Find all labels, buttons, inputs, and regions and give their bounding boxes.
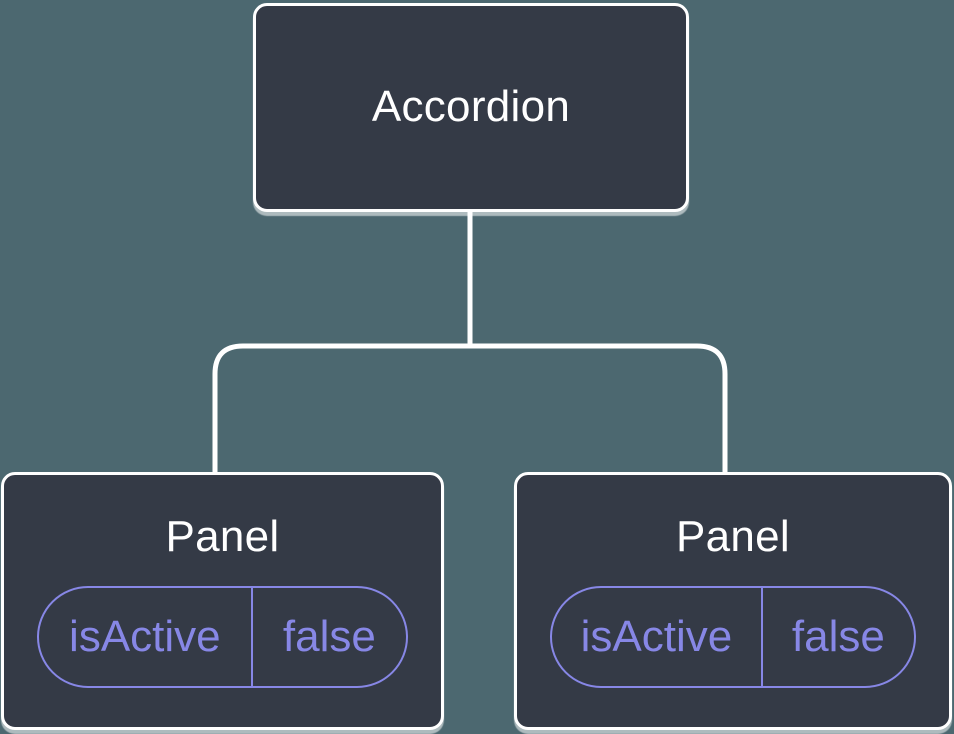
children-bracket-line	[212, 343, 728, 476]
state-name: isActive	[580, 611, 733, 661]
accordion-node: Accordion	[253, 3, 689, 212]
state-value: false	[250, 587, 406, 686]
state-pill: isActive false	[550, 585, 916, 688]
state-value: false	[760, 587, 914, 686]
state-name: isActive	[69, 611, 221, 661]
accordion-node-label: Accordion	[371, 82, 571, 132]
panel-node-label: Panel	[675, 512, 791, 561]
panel-node-right: Panel isActive false	[514, 472, 952, 730]
panel-node-label: Panel	[165, 512, 280, 561]
panel-node-left: Panel isActive false	[1, 472, 444, 730]
state-pill: isActive false	[37, 585, 408, 688]
